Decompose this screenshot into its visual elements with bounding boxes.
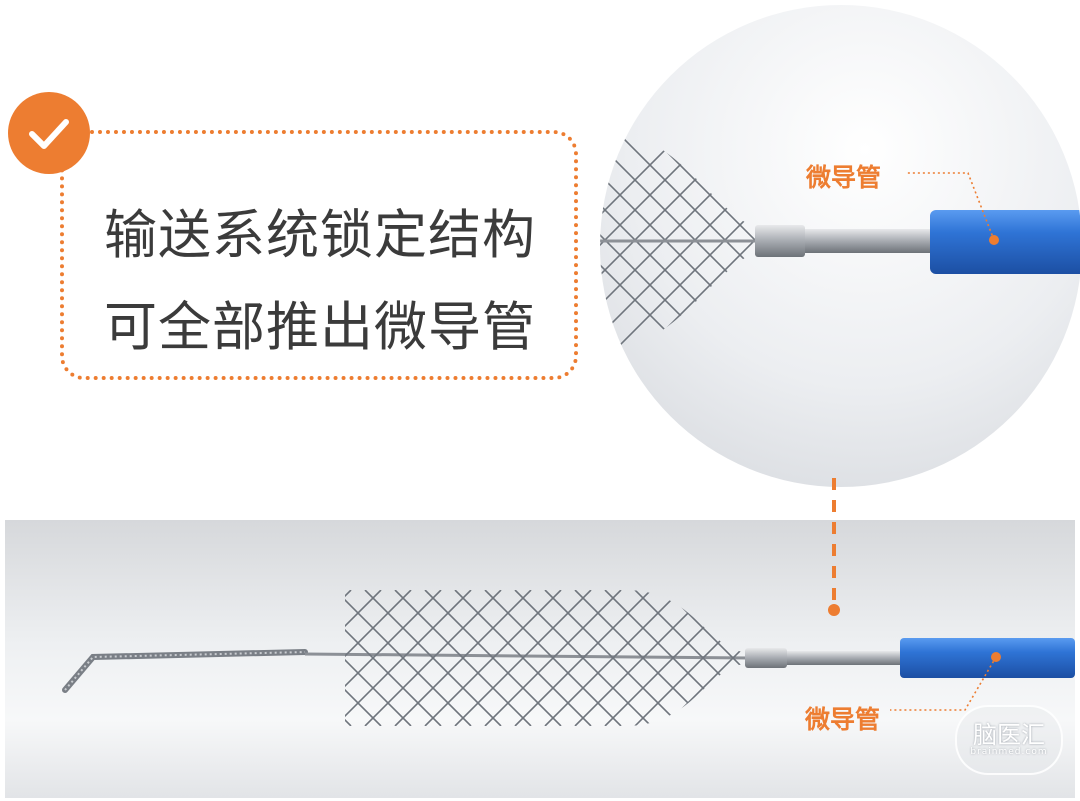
main-view-label: 微导管 (805, 705, 881, 734)
zoom-label-leader (905, 172, 995, 241)
main-view-panel (5, 520, 1075, 798)
watermark-text: 脑医汇 (973, 721, 1045, 749)
callout-box (60, 130, 578, 380)
watermark-subtext: brainmed.com (970, 747, 1048, 757)
main-label-leader (890, 656, 997, 711)
zoom-device-illustration (600, 125, 1080, 355)
zoom-view-label: 微导管 (806, 163, 882, 192)
check-icon (29, 119, 69, 149)
zoom-microcatheter (930, 210, 1080, 274)
zoom-pusher (805, 229, 935, 253)
pusher-wire (787, 651, 907, 665)
stent-mesh (345, 590, 750, 726)
callout-line-1: 输送系统锁定结构 (104, 205, 536, 266)
core-wire (304, 652, 751, 660)
connector (745, 648, 787, 668)
main-device-illustration (62, 590, 1075, 726)
microcatheter (900, 638, 1075, 678)
zoom-circle (600, 5, 1080, 487)
zoom-connector (755, 225, 805, 257)
callout-line-2: 可全部推出微导管 (104, 297, 536, 358)
watermark: 脑医汇 brainmed.com (955, 705, 1063, 775)
check-badge (8, 92, 90, 174)
guidewire-tip (62, 649, 308, 693)
